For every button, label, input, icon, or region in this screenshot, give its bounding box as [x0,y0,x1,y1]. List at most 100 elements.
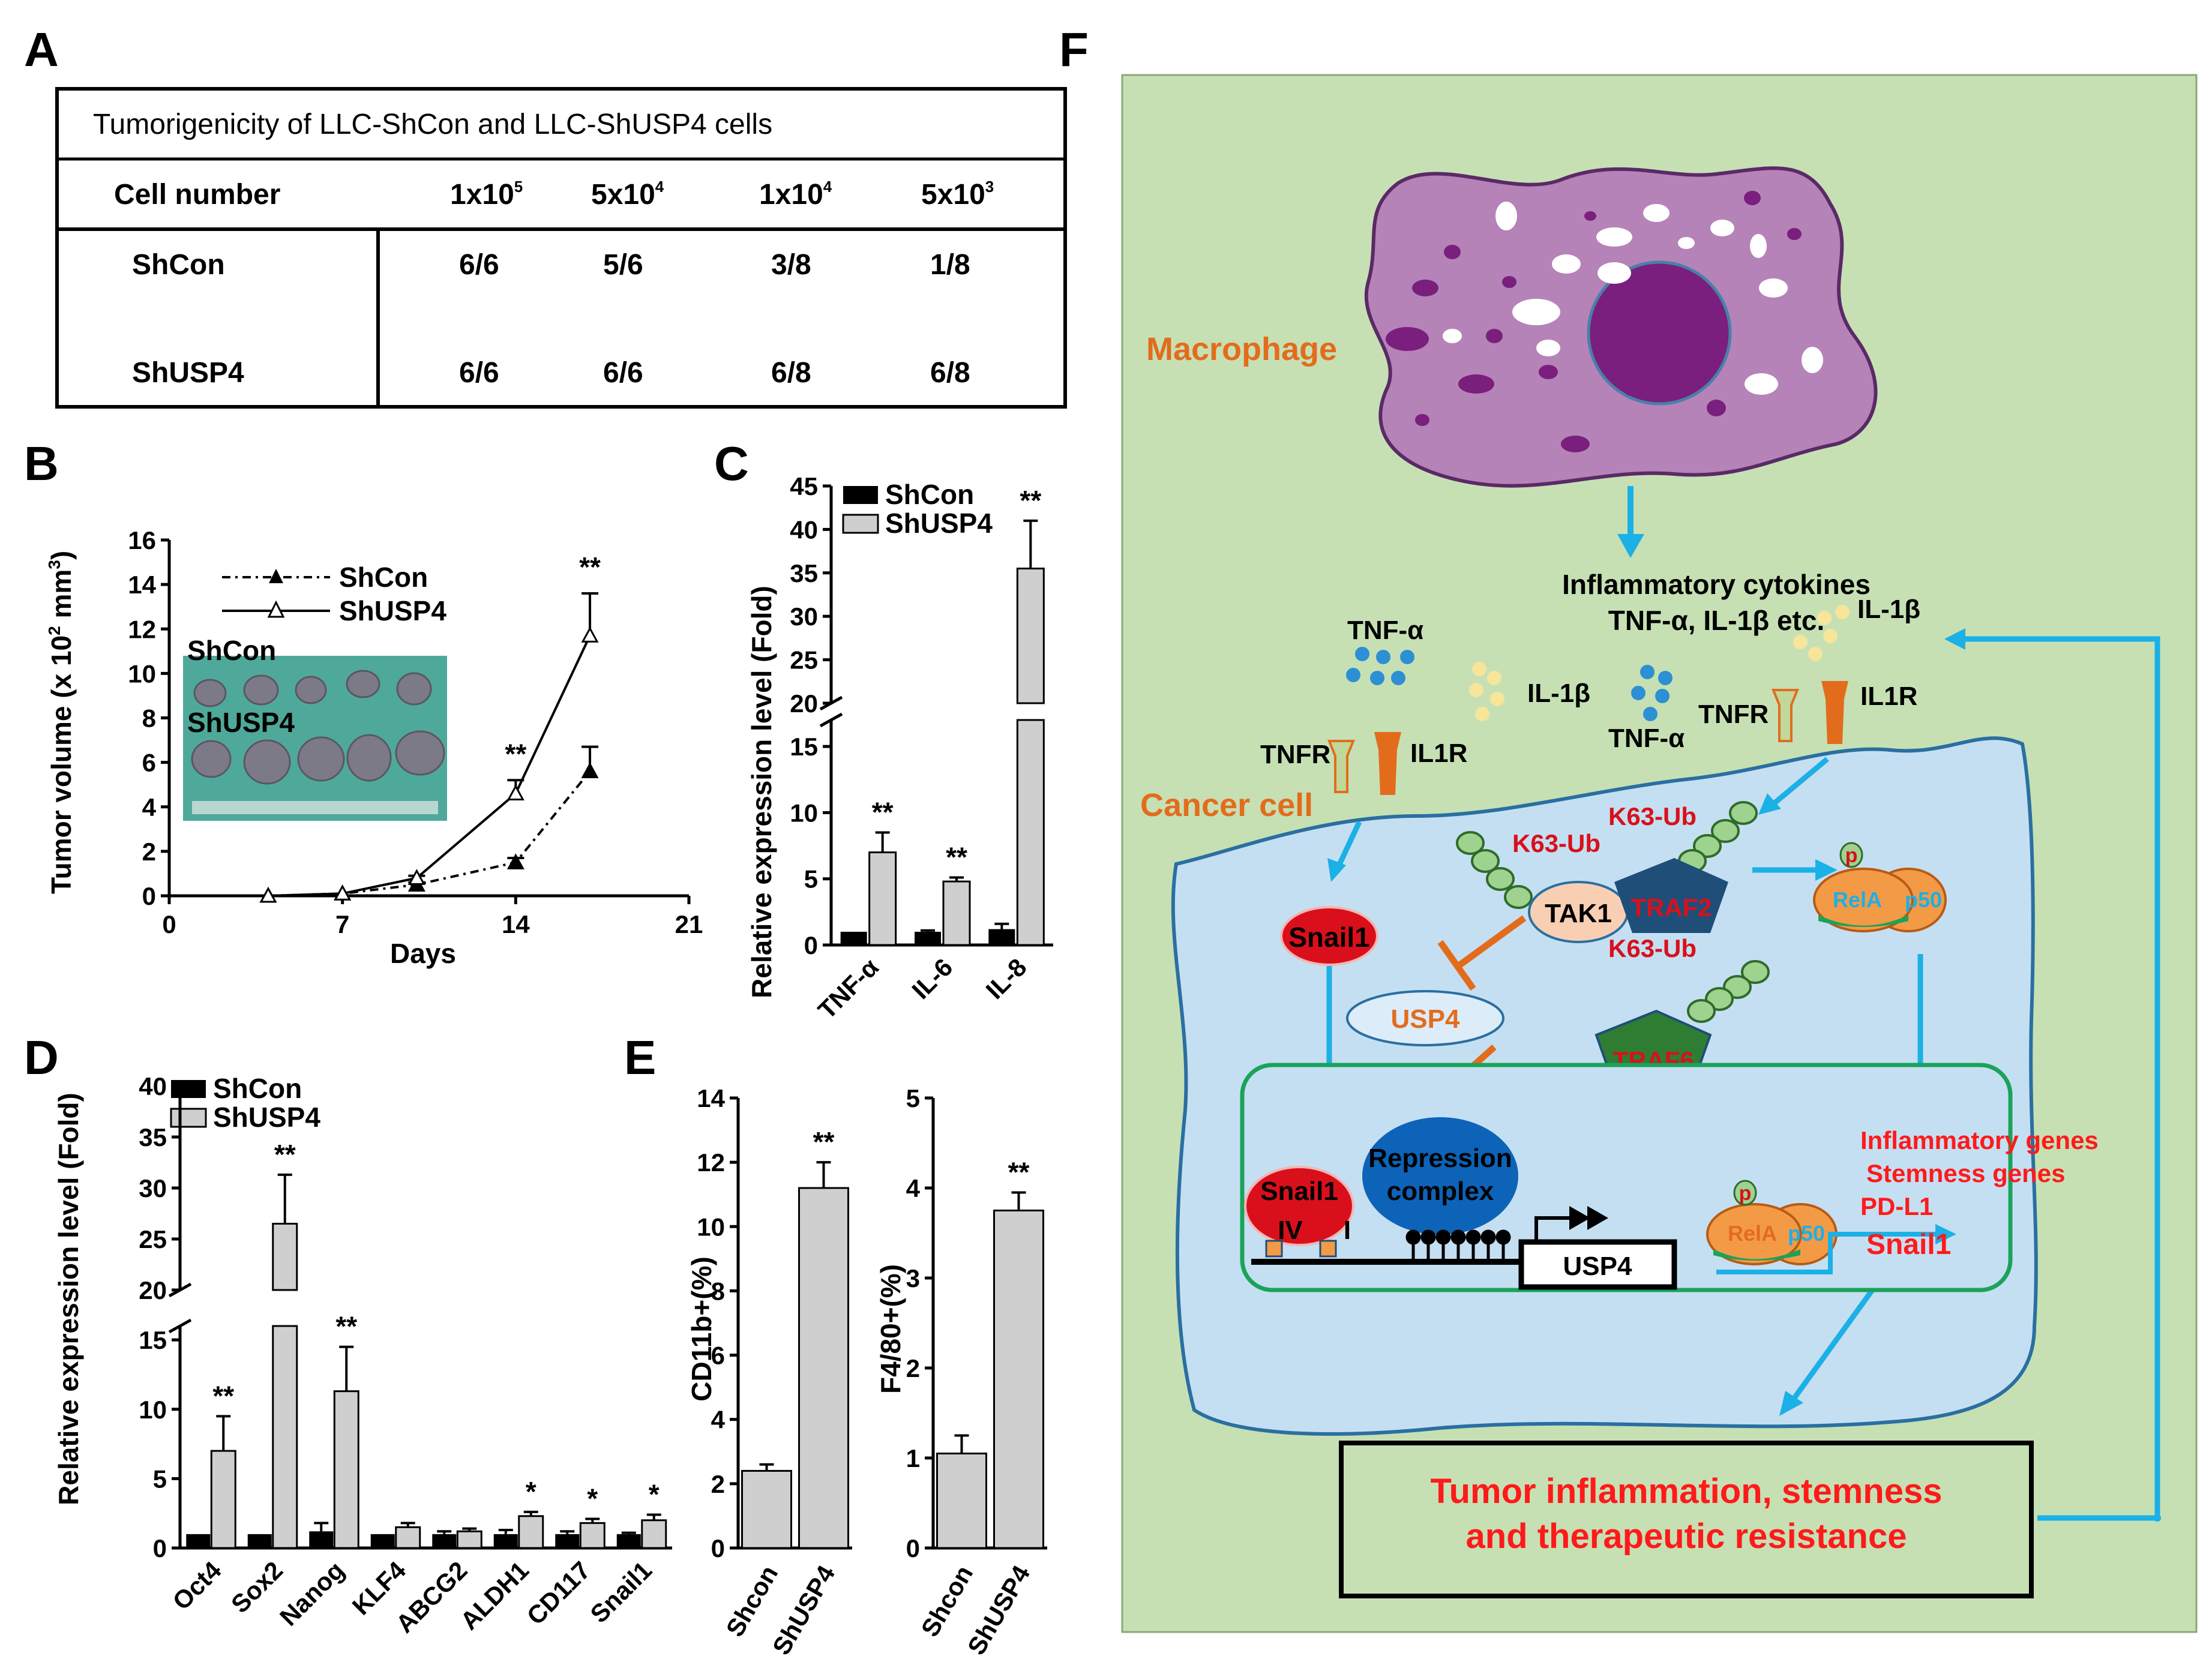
signal-arrows [1326,636,2160,1521]
nfkb-complex: p RelA p50 [1813,842,1947,932]
bar-shusp4 [272,1223,298,1291]
category-label: TNF-α [813,953,884,1024]
y-tick-label: 35 [790,559,818,587]
bar-shcon [432,1534,457,1548]
target-gene-label: PD-L1 [1860,1192,1933,1220]
bar-shusp4 [942,880,971,946]
y-tick-label: 30 [790,602,818,631]
y-tick-label: 0 [711,1534,725,1562]
y-tick-label: 0 [804,931,818,959]
table-title: Tumorigenicity of LLC-ShCon and LLC-ShUS… [93,109,772,140]
outcome-label-1: Tumor inflammation, stemness [1431,1472,1943,1511]
y-tick-label: 15 [790,733,818,761]
y-tick-label: 35 [139,1123,167,1151]
chart-d-stemness: Relative expression level (Fold) ShCon S… [53,1072,672,1638]
p50-label: p50 [1788,1221,1825,1246]
legend-shcon: ShCon [339,562,428,593]
table-cell: 5/6 [603,249,643,281]
category-label: IL-6 [906,953,958,1004]
chart-d-legend: ShCon ShUSP4 [170,1073,320,1133]
k63-ub-label: K63-Ub [1512,829,1600,857]
traf2-label: TRAF2 [1630,893,1712,922]
il1b-molecules [1469,605,1850,721]
table-header-1: 1x105 [450,178,523,211]
category-label: CD117 [521,1556,596,1630]
bar [993,1210,1044,1549]
data-point [581,626,599,643]
usp4-gene-box [1518,1239,1677,1290]
bar [741,1469,792,1549]
bar-shcon [247,1534,272,1548]
data-point [581,762,599,778]
p50-label: p50 [1905,887,1942,912]
k63-ub-label: K63-Ub [1608,934,1697,962]
table-header-2: 5x104 [591,178,664,211]
significance-label: ** [813,1126,835,1157]
il1r-label: IL1R [1860,682,1917,711]
chart-d-ylabel: Relative expression level (Fold) [53,1093,84,1505]
table-cell: 6/6 [459,357,499,389]
bar-shcon [493,1534,518,1548]
significance-label: ** [1020,485,1041,516]
significance-label: ** [872,797,894,828]
y-tick-label: 12 [128,615,156,643]
category-label: Snail1 [585,1556,657,1628]
table-cell: 6/8 [771,357,811,389]
panel-label-c: C [714,437,749,490]
tumor-photo: ShCon ShUSP4 [183,635,447,821]
y-tick-label: 6 [142,749,156,777]
e-box-i-label: I [1344,1216,1351,1245]
y-tick-label: 20 [139,1276,167,1304]
bar-shusp4 [395,1526,421,1549]
snail1-label: Snail1 [1288,922,1370,953]
y-tick-label: 40 [790,515,818,544]
bar-shusp4 [579,1522,606,1549]
target-gene-label: Stemness genes [1866,1159,2066,1187]
chart-c-cytokines: Relative expression level (Fold) ShCon S… [746,472,1053,1024]
phospho-label: p [1845,844,1858,867]
bar-shcon [370,1534,395,1548]
y-tick-label: 14 [697,1084,725,1112]
usp4-label: USP4 [1391,1004,1460,1034]
usp4-promoter: USP4 [1251,1206,1677,1290]
tak1-label: TAK1 [1545,899,1612,928]
bar-shusp4 [272,1325,298,1549]
snail1-protein [1244,1166,1354,1246]
y-tick-label: 2 [906,1354,920,1382]
y-tick-label: 45 [790,472,818,500]
table-header-3: 1x104 [759,178,832,211]
bar [936,1453,987,1549]
chart-b-xlabel: Days [390,938,456,969]
bar-shusp4 [456,1530,482,1549]
bar-shcon [186,1534,211,1548]
y-tick-label: 40 [139,1072,167,1100]
y-tick-label: 5 [906,1084,920,1112]
significance-label: ** [212,1380,234,1411]
repression-label-2: complex [1387,1177,1494,1206]
y-tick-label: 0 [153,1534,167,1562]
rela-label: RelA [1833,887,1882,912]
table-cell: 1/8 [930,249,970,281]
chart-b-ylabel: Tumor volume (x 102 mm3) [45,551,77,894]
il1b-label: IL-1β [1857,595,1920,624]
snail1-protein [1280,906,1378,966]
y-tick-label: 4 [906,1174,921,1202]
bar-shusp4 [333,1390,359,1549]
y-tick-label: 10 [697,1213,725,1241]
significance-label: ** [274,1139,296,1170]
y-tick-label: 30 [139,1174,167,1202]
significance-label: ** [505,738,526,769]
bar-shusp4 [641,1519,667,1549]
bar-shusp4 [1016,719,1045,946]
snail1-label: Snail1 [1260,1177,1338,1206]
chart-c-legend: ShCon ShUSP4 [842,479,993,539]
bar [798,1187,849,1549]
y-tick-label: 8 [142,704,156,733]
y-tick-label: 4 [711,1406,726,1434]
y-tick-label: 2 [142,838,156,866]
significance-label: * [526,1476,536,1507]
target-gene-label: Inflammatory genes [1860,1126,2099,1154]
y-tick-label: 12 [697,1148,725,1177]
